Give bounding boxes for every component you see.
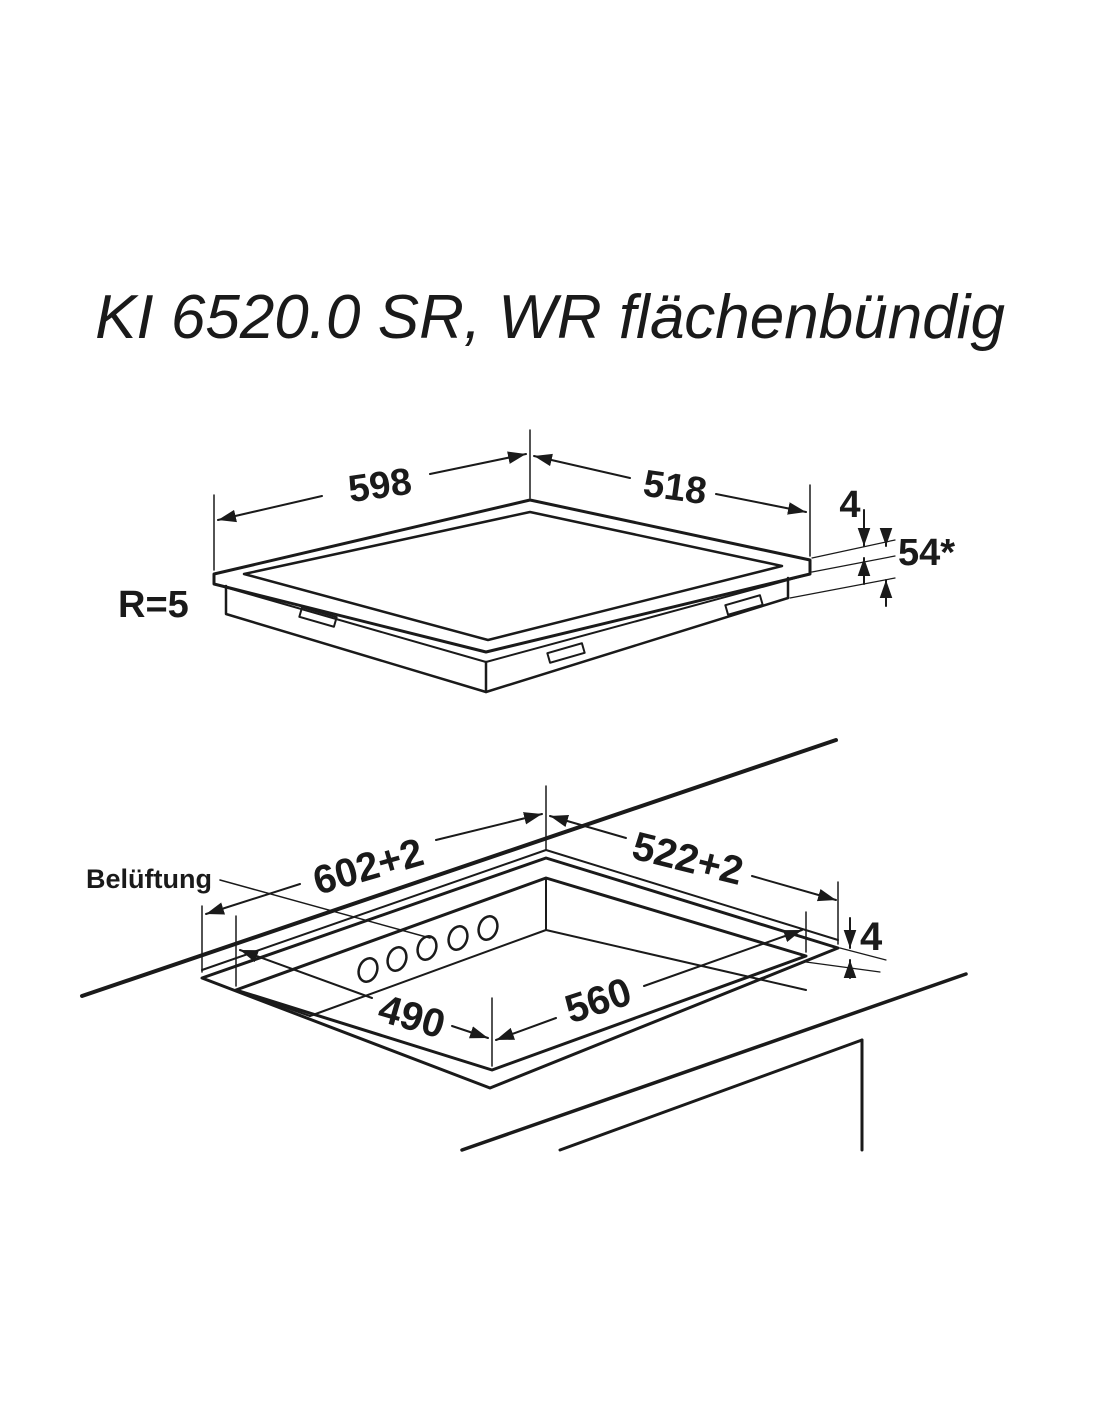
cutout-width-label: 602+2 [308,830,428,903]
hob-clip-right [724,594,764,616]
hob-width-label: 598 [346,461,415,511]
hob-height-label: 54* [898,532,955,574]
worktop-back-edge [80,738,838,998]
hob-drawing: 598 518 4 54* R=5 [118,429,955,694]
cutout-inner-wall-left [235,989,311,1017]
ventilation-leader [219,879,431,939]
worktop-front-edge [460,972,968,1152]
hob-clip-front [546,642,586,664]
cutout-inner [234,876,808,1072]
cutout-inner-depth-label: 490 [374,987,450,1048]
diagram-title: KI 6520.0 SR, WR flächenbündig [95,283,1005,352]
cutout-depth-label: 522+2 [628,824,748,894]
cutout-rebate-outer [200,856,840,1090]
hob-radius-label: R=5 [118,584,189,626]
cutout-drawing: Belüftung 602+2 522+2 4 490 560 [80,738,968,1152]
ventilation-openings [357,915,499,983]
cutout-inner-wall [545,877,807,991]
cutout-rebate-depth-label: 4 [860,915,883,959]
hob-inner-frame [242,510,784,642]
hob-glass-outline [212,498,812,654]
cutout-inner-floor [309,929,547,1017]
cabinet-top-edge [558,1038,864,1152]
hob-clip-left [298,606,338,628]
hob-depth-label: 518 [641,463,710,513]
ventilation-label: Belüftung [86,864,212,894]
hob-glass-thickness-label: 4 [839,484,860,526]
